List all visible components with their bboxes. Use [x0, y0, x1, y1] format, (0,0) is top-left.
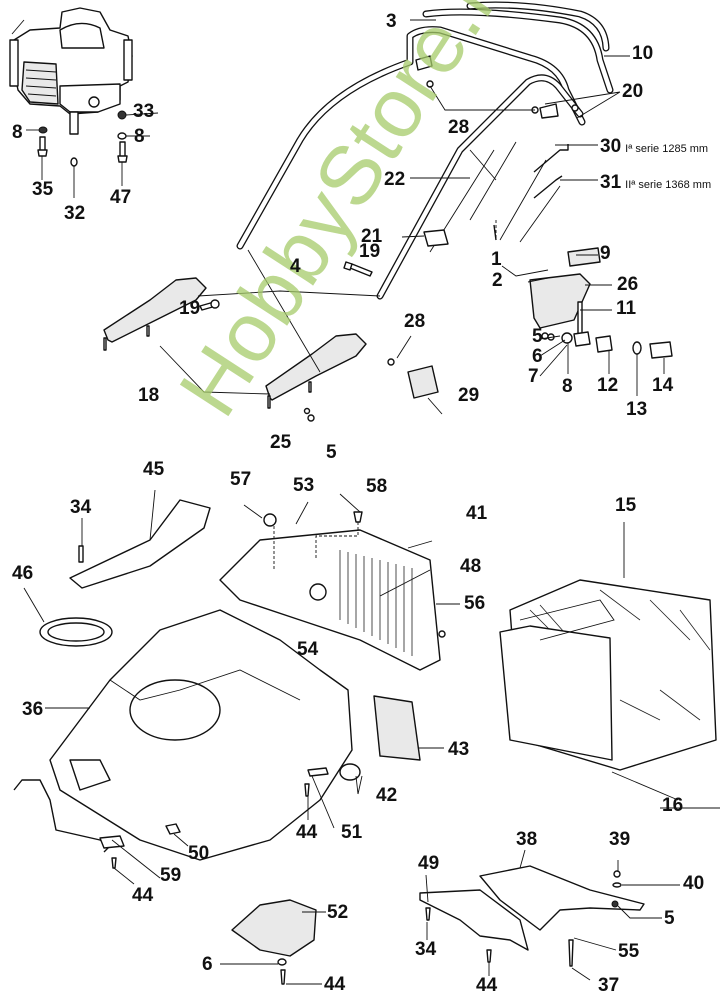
part-label-28-top: 28 [448, 117, 470, 138]
part-label-22: 22 [384, 169, 406, 190]
part-label-15: 15 [615, 495, 637, 516]
part-label-33: 33 [133, 101, 155, 122]
part-label-54: 54 [297, 639, 319, 660]
part-label-7: 7 [528, 366, 539, 387]
part-label-41: 41 [466, 503, 488, 524]
part-label-50: 50 [188, 843, 210, 864]
part-label-37: 37 [598, 975, 620, 996]
rear-guard [419, 865, 645, 967]
part-label-32: 32 [64, 203, 86, 224]
part-label-11: 11 [616, 298, 637, 319]
part-label-12: 12 [597, 375, 619, 396]
part-label-44-blade: 44 [324, 974, 346, 995]
part-label-5-bracket: 5 [326, 442, 337, 463]
part-label-8-control: 8 [562, 376, 573, 397]
handle-brackets [103, 249, 381, 422]
part-label-29: 29 [458, 385, 480, 406]
part-label-16: 16 [662, 795, 684, 816]
ring-46 [39, 617, 113, 647]
part-label-26: 26 [617, 274, 639, 295]
part-label-8-right: 8 [134, 126, 145, 147]
part-label-19-upper: 19 [359, 241, 381, 262]
part-label-44-guard: 44 [476, 975, 498, 996]
part-label-34-chute: 34 [70, 497, 92, 518]
grass-catcher [499, 579, 717, 771]
part-label-46: 46 [12, 563, 34, 584]
part-label-53: 53 [293, 475, 315, 496]
part-label-10: 10 [632, 43, 654, 64]
blade-guard [231, 899, 317, 985]
part-label-3: 3 [386, 11, 397, 32]
part-label-44-rail: 44 [132, 885, 154, 906]
part-label-58: 58 [366, 476, 388, 497]
part-label-6-obscured: 6 [532, 346, 543, 367]
engine-frame [219, 511, 446, 671]
part-label-20: 20 [622, 81, 644, 102]
engine-hardware [26, 110, 159, 198]
part-label-28-mid: 28 [404, 311, 426, 332]
part-label-25: 25 [270, 432, 292, 453]
part-label-47: 47 [110, 187, 132, 208]
part-label-9: 9 [600, 243, 611, 264]
note-30: Iª serie 1285 mm [625, 143, 709, 155]
discharge-chute [69, 499, 211, 589]
part-label-43: 43 [448, 739, 470, 760]
part-label-6-blade: 6 [202, 954, 213, 975]
part-label-36: 36 [22, 699, 44, 720]
part-label-4: 4 [290, 256, 301, 277]
control-parts [387, 247, 673, 399]
part-label-5-guard: 5 [664, 908, 675, 929]
part-label-44-deck: 44 [296, 822, 318, 843]
handle-assembly [236, 1, 614, 300]
part-label-52: 52 [327, 902, 349, 923]
leader-lines [11, 19, 720, 985]
part-label-8-left: 8 [12, 122, 23, 143]
part-number-31: 31 [600, 172, 622, 193]
part-label-45: 45 [143, 459, 165, 480]
part-label-39: 39 [609, 829, 631, 850]
part-label-40: 40 [683, 873, 705, 894]
part-label-21: 21 [361, 226, 383, 247]
part-label-51: 51 [341, 822, 363, 843]
part-label-38: 38 [516, 829, 538, 850]
part-label-19-lower: 19 [179, 298, 201, 319]
part-label-59: 59 [160, 865, 182, 886]
part-label-13: 13 [626, 399, 648, 420]
part-label-42: 42 [376, 785, 398, 806]
part-label-57: 57 [230, 469, 252, 490]
part-label-5-obscured: 5 [532, 326, 543, 347]
bolt-19-upper [343, 261, 373, 277]
part-label-1-upper: 1 [491, 249, 502, 270]
engine [9, 7, 133, 135]
note-31: IIª serie 1368 mm [625, 179, 712, 191]
part-label-2: 2 [492, 270, 503, 291]
part-label-34-guard: 34 [415, 939, 437, 960]
part-label-49: 49 [418, 853, 440, 874]
part-label-14: 14 [652, 375, 674, 396]
part-number-30: 30 [600, 136, 622, 157]
part-label-55: 55 [618, 941, 640, 962]
rear-panel [373, 695, 421, 761]
part-label-48: 48 [460, 556, 482, 577]
part-label-18: 18 [138, 385, 160, 406]
part-label-56: 56 [464, 593, 486, 614]
part-label-35: 35 [32, 179, 54, 200]
mower-deck [49, 609, 353, 861]
